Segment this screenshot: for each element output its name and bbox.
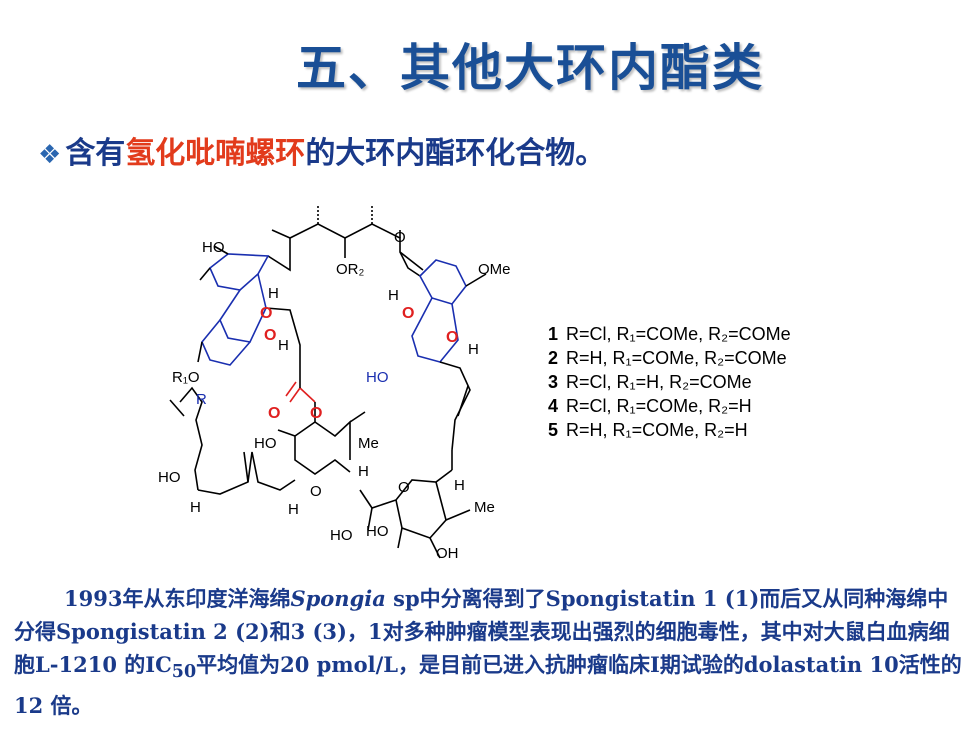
label-ester-o2: O [310,405,322,422]
label-h-left-chain: H [190,499,201,516]
page-title: 五、其他大环内酯类 [296,39,764,97]
label-o-ring-mid: O [310,483,322,500]
label-h-ring-right: H [454,477,465,494]
label-o-right-ring1: O [402,305,414,322]
subtitle: ❖含有氢化吡喃螺环的大环内酯环化合物。 [38,128,605,172]
label-me-ring-right: Me [474,499,495,516]
label-ho-bottom1: HO [330,527,353,544]
subtitle-highlight: 氢化吡喃螺环 [125,136,306,171]
label-ho-bottom2: HO [366,523,389,540]
label-h-right2: H [468,341,479,358]
description-paragraph: 1993年从东印度洋海绵Spongia sp中分离得到了Spongistatin… [14,586,962,719]
label-o-left-ring2: O [264,327,276,344]
label-oh-bottom: OH [436,545,459,562]
label-ome: OMe [478,261,511,278]
label-ester-o1: O [268,405,280,422]
label-ho-mid: HO [254,435,277,452]
label-r1o: R₁O [172,369,200,386]
subtitle-prefix: 含有 [65,136,126,171]
label-h-left1: H [268,285,279,302]
label-h-mid: H [358,463,369,480]
label-ho-top-left: HO [202,239,225,256]
bullet-icon: ❖ [38,140,62,170]
label-or2: OR₂ [336,261,365,278]
label-r: R [196,391,207,408]
label-o-ring-right: O [398,479,410,496]
label-ho-right: HO [366,369,389,386]
label-ho-left-chain: HO [158,469,181,486]
label-h-right1: H [388,287,399,304]
label-ketone-o: O [394,229,406,246]
spongistatin-structure: HO H H R₁O OR₂ O H OMe H HO Me H O H HO … [158,204,511,562]
label-h-left2: H [278,337,289,354]
subtitle-suffix: 的大环内酯环化合物。 [305,136,606,171]
label-me-mid: Me [358,435,379,452]
label-h-mid2: H [288,501,299,518]
label-o-right-ring2: O [446,329,458,346]
label-o-left-ring1: O [260,305,272,322]
